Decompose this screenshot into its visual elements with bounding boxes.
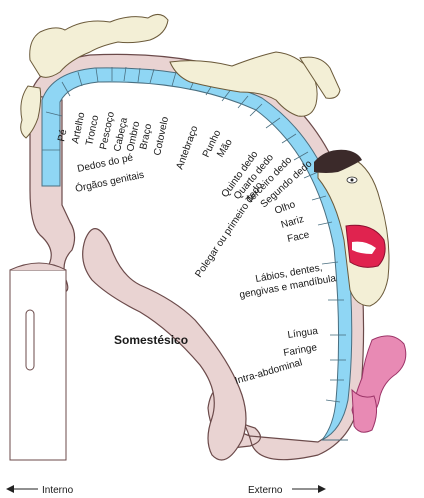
label-pe: Pé xyxy=(56,128,69,143)
label-face: Face xyxy=(286,229,310,244)
label-cotovelo: Cotovelo xyxy=(152,115,171,156)
axis-left-label: Interno xyxy=(42,485,74,496)
label-nariz: Nariz xyxy=(280,214,305,231)
medial-box xyxy=(10,270,66,460)
label-antebraco: Antebraço xyxy=(174,124,200,171)
label-dedos-do-pe: Dedos do pé xyxy=(76,152,134,175)
label-faringe: Faringe xyxy=(283,342,319,359)
area-title: Somestésico xyxy=(114,333,188,347)
label-intra-abdominal: Intra-abdominal xyxy=(234,357,304,387)
axis-right-label: Externo xyxy=(248,485,283,496)
axis-externo: Externo xyxy=(248,485,326,496)
label-olho: Olho xyxy=(273,199,297,217)
axis-interno: Interno xyxy=(6,485,74,496)
label-lingua: Língua xyxy=(287,326,319,341)
